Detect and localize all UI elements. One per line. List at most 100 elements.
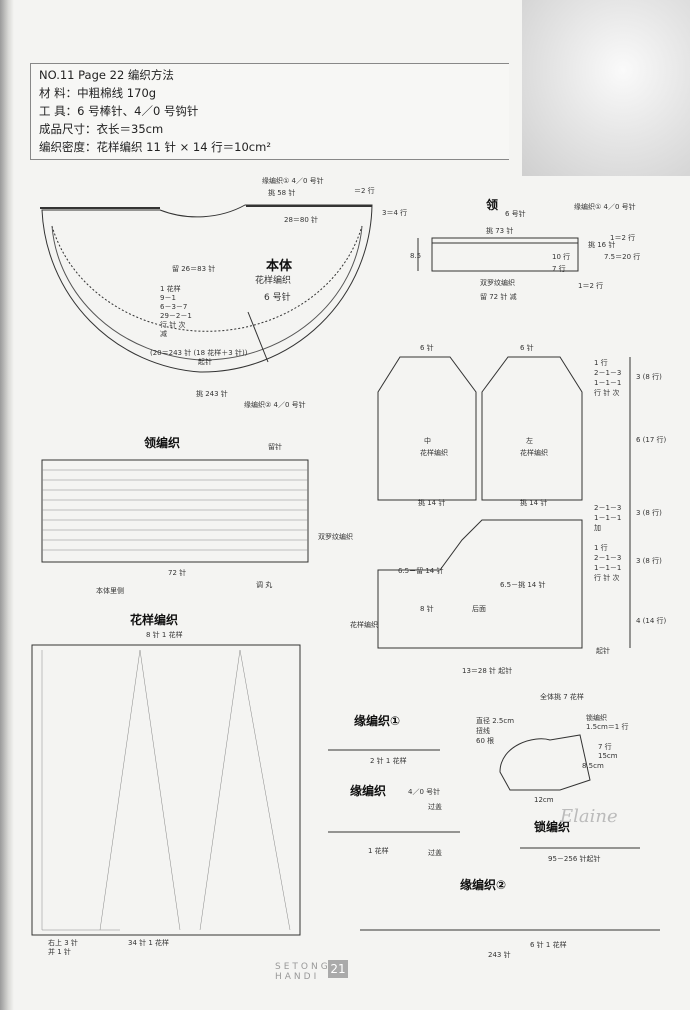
- body-pattern: 花样编织: [255, 276, 292, 286]
- sleeve-label-6a: 6 针: [420, 344, 434, 352]
- stitch-chart-repeat-bottom: 34 针 1 花样: [128, 939, 170, 947]
- sleeve-center-left: 后面: [472, 605, 486, 613]
- sleeve-dim-1: 3 (8 行): [636, 373, 662, 381]
- collar-pick-side: 挑 16 针: [588, 241, 616, 249]
- footer: SETONG HANDI: [275, 962, 420, 982]
- sleeve-row-11: 行 针 次: [594, 574, 620, 582]
- collar-needle: 6 号针: [505, 210, 526, 218]
- body-rows-top: ＝2 行: [354, 187, 375, 195]
- body-arrow: [247, 311, 269, 363]
- sleeve-pick14a: 挑 14 针: [418, 499, 446, 507]
- bootie-d: 锁编织: [586, 714, 607, 722]
- sleeve-center-d: 花样编织: [520, 449, 548, 457]
- sleeve-center-b: 花样编织: [420, 449, 448, 457]
- body-cast-on: 起针: [198, 358, 212, 366]
- body-edge1: 缘编织① 4／0 号针: [262, 177, 324, 185]
- collar-pattern: 双罗纹编织: [480, 279, 515, 287]
- tools-line: 工 具：6 号棒针、4／0 号钩针: [39, 104, 199, 118]
- sleeve-center-8: 8 针: [420, 605, 434, 613]
- collar-row10: 10 行: [552, 253, 571, 261]
- chain-label: 95－256 针起针: [548, 855, 601, 863]
- page-number: 21: [328, 960, 348, 978]
- edge2-label-c: 过盖: [428, 849, 442, 857]
- sleeve-dim-3: 3 (8 行): [636, 509, 662, 517]
- edge1-repeat: 2 针 1 花样: [370, 757, 407, 765]
- bootie-c: 60 根: [476, 737, 495, 745]
- stitch-chart-title: 花样编织: [130, 613, 179, 627]
- collar-chart-grid: [42, 469, 308, 551]
- body-edge2: 缘编织② 4／0 号针: [244, 401, 306, 409]
- bootie-e: 1.5cm＝1 行: [586, 723, 629, 731]
- sleeve-left-65: 6.5－留 14 针: [398, 567, 444, 575]
- collar-chart-title: 领编织: [144, 436, 181, 450]
- collar-row7: 7 行: [552, 265, 566, 273]
- sleeve-cast-on: 起针: [596, 647, 610, 655]
- stitch-chart-frame: [31, 644, 301, 936]
- body-left-count: 留 26＝83 针: [172, 265, 216, 273]
- size-line: 成品尺寸：衣长＝35cm: [39, 122, 164, 136]
- collar-rows-b: 7.5＝20 行: [604, 253, 641, 261]
- front-panel-left: [377, 356, 477, 501]
- collar-outline: [431, 237, 579, 272]
- body-needle: 6 号针: [264, 293, 291, 303]
- book-binding-edge: [0, 0, 14, 1010]
- collar-dec: 留 72 针 减: [480, 293, 517, 301]
- bootie-top: 全体挑 7 花样: [540, 693, 584, 701]
- collar-height: 8.5: [410, 252, 422, 260]
- sleeve-right-65: 6.5－挑 14 针: [500, 581, 546, 589]
- bootie-h: 8.5cm: [582, 762, 604, 770]
- bootie-f: 7 行: [598, 743, 612, 751]
- edge2-needle: 4／0 号针: [408, 788, 441, 796]
- signature-watermark: Elaine: [560, 806, 618, 827]
- stitch-chart-triangles: [41, 649, 291, 931]
- stitch-chart-legend-1: 右上 3 针: [48, 939, 78, 947]
- bootie-g: 15cm: [598, 752, 618, 760]
- sleeve-row-3: 1－1－1: [594, 379, 622, 387]
- body-pick243: 挑 243 针: [196, 390, 228, 398]
- edge2-label-a: 1 花样: [368, 847, 389, 855]
- sleeve-row-4: 行 针 次: [594, 389, 620, 397]
- collar-chart-right: 留针: [268, 443, 282, 451]
- body-title: 本体: [266, 259, 293, 274]
- bootie-b: 扭线: [476, 727, 490, 735]
- back-panel: [377, 519, 583, 649]
- collar-chart-pick: 本体里侧: [96, 587, 124, 595]
- sleeve-dim-5: 4 (14 行): [636, 617, 667, 625]
- sleeve-row-8: 1 行: [594, 544, 608, 552]
- footer-left: SETONG: [275, 962, 331, 972]
- collar-chart-frame: [41, 459, 309, 563]
- chain-title: 锁编织: [534, 820, 571, 834]
- pattern-info-box: NO.11 Page 22 编织方法 材 料：中粗棉线 170g 工 具：6 号…: [30, 63, 509, 160]
- sleeve-dim-2: 6 (17 行): [636, 436, 667, 444]
- sleeve-dim-4: 3 (8 行): [636, 557, 662, 565]
- sleeve-row-7: 加: [594, 524, 601, 532]
- edge3-label-b: 6 针 1 花样: [530, 941, 567, 949]
- sleeve-row-1: 1 行: [594, 359, 608, 367]
- collar-rows-c: 1＝2 行: [578, 282, 604, 290]
- material-line: 材 料：中粗棉线 170g: [39, 86, 157, 100]
- no-line: NO.11 Page 22 编织方法: [39, 68, 174, 82]
- collar-pick73: 挑 73 针: [486, 227, 514, 235]
- body-bottom-count: (20＝243 针 (18 花样＋3 针)): [150, 349, 248, 357]
- cardigan-photo: [522, 0, 690, 176]
- bootie-outline: [499, 734, 591, 791]
- bootie-a: 直径 2.5cm: [476, 717, 515, 725]
- sleeve-row-2: 2－1－3: [594, 369, 622, 377]
- edge3-title: 缘编织②: [460, 878, 507, 892]
- collar-chart-stitches: 72 针: [168, 569, 187, 577]
- sleeve-center-c: 左: [526, 437, 533, 445]
- edge3-label-a: 243 针: [488, 951, 511, 959]
- sleeve-cast: 13＝28 针 起针: [462, 667, 513, 675]
- footer-right: HANDI: [275, 972, 320, 982]
- body-outline: [41, 204, 373, 373]
- sleeve-pick14b: 挑 14 针: [520, 499, 548, 507]
- sleeve-row-5: 2－1－3: [594, 504, 622, 512]
- body-cast80: 28＝80 针: [284, 216, 319, 224]
- gauge-line: 编织密度：花样编织 11 针 × 14 行＝10cm²: [39, 140, 271, 154]
- sleeve-center-a: 中: [424, 437, 431, 445]
- collar-rows-a: 1＝2 行: [610, 234, 636, 242]
- edge2-label-b: 过盖: [428, 803, 442, 811]
- body-inner-line: [51, 225, 363, 361]
- sleeve-row-10: 1－1－1: [594, 564, 622, 572]
